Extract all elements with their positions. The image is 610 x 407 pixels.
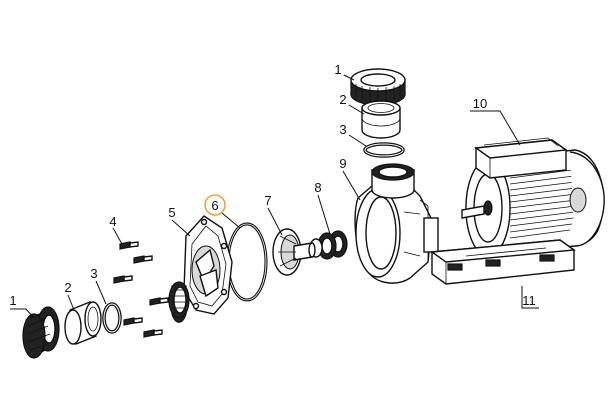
part-screws bbox=[113, 241, 169, 338]
callout-5: 5 bbox=[168, 205, 175, 220]
highlight-circle bbox=[204, 194, 226, 216]
screw bbox=[143, 329, 163, 338]
callout-2-bottom: 2 bbox=[64, 280, 71, 295]
part-terminal-box bbox=[474, 137, 568, 179]
part-cover-plate bbox=[168, 215, 233, 323]
callout-2-top: 2 bbox=[339, 92, 346, 107]
callout-10: 10 bbox=[473, 96, 487, 111]
part-tailpiece-bottom bbox=[64, 301, 102, 345]
screw bbox=[113, 275, 133, 284]
callout-7: 7 bbox=[264, 193, 271, 208]
screw bbox=[133, 255, 153, 264]
screw bbox=[119, 241, 139, 250]
part-o-ring-bottom bbox=[102, 302, 122, 334]
part-union-nut-bottom bbox=[22, 306, 60, 359]
part-tailpiece-top bbox=[361, 100, 401, 139]
part-pump-housing bbox=[354, 163, 439, 284]
callout-4: 4 bbox=[109, 214, 116, 229]
part-motor bbox=[430, 137, 605, 285]
part-gasket bbox=[226, 222, 268, 302]
part-union-nut-top bbox=[350, 68, 406, 106]
callout-3-bottom: 3 bbox=[90, 266, 97, 281]
callout-8: 8 bbox=[314, 180, 321, 195]
screw bbox=[149, 297, 169, 306]
callout-1-bottom: 1 bbox=[9, 293, 16, 308]
part-motor-base bbox=[430, 239, 576, 285]
motor-cooling-fins bbox=[509, 169, 577, 239]
callout-11: 11 bbox=[522, 293, 536, 308]
part-impeller bbox=[272, 228, 316, 276]
callout-labels: 1 1 2 2 3 3 4 5 6 7 8 9 10 11 bbox=[9, 62, 535, 308]
callout-1-top: 1 bbox=[334, 62, 341, 77]
callout-6: 6 bbox=[211, 198, 218, 213]
part-mechanical-seal bbox=[309, 230, 348, 260]
part-o-ring-top bbox=[363, 142, 405, 158]
callout-3-top: 3 bbox=[339, 122, 346, 137]
callout-9: 9 bbox=[339, 156, 346, 171]
screw bbox=[123, 317, 143, 326]
leader-lines bbox=[10, 74, 539, 319]
